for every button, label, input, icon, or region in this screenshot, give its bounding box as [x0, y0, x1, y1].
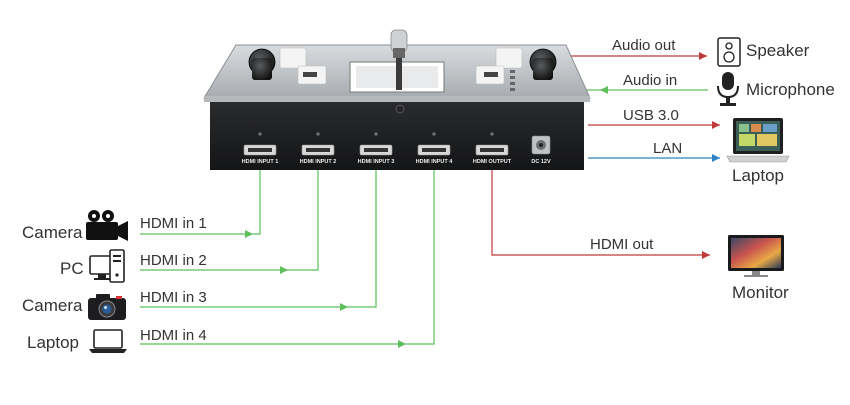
label-lan: LAN: [653, 140, 682, 157]
arrow-hdmi-in-4: [398, 340, 406, 348]
arrow-hdmi-out: [702, 251, 710, 259]
label-input-device-4: Laptop: [27, 333, 79, 352]
line-hdmi-in-4: [140, 165, 435, 345]
label-input-device-3: Camera: [22, 296, 83, 315]
port-hdmi-output: HDMI OUTPUT: [473, 132, 512, 165]
label-hdmi-out: HDMI out: [590, 236, 654, 253]
label-speaker: Speaker: [746, 41, 810, 60]
label-audio-out: Audio out: [612, 37, 676, 54]
label-monitor: Monitor: [732, 283, 789, 302]
label-hdmi-in-2: HDMI in 2: [140, 252, 207, 269]
video-switcher-device: [203, 29, 591, 170]
t-bar-track: [396, 48, 402, 90]
status-leds: [510, 70, 515, 91]
port-label-hdmi-output: HDMI OUTPUT: [473, 159, 512, 165]
port-hdmi-input-4: HDMI INPUT 4: [416, 132, 454, 165]
label-input-device-1: Camera: [22, 223, 83, 242]
port-power: DC 12V: [531, 135, 551, 165]
label-hdmi-in-4: HDMI in 4: [140, 327, 207, 344]
port-hdmi-input-1: HDMI INPUT 1: [242, 132, 279, 165]
arrow-audio-out: [699, 52, 707, 60]
right-button-block: [495, 47, 523, 69]
label-audio-in: Audio in: [623, 72, 677, 89]
label-input-device-2: PC: [60, 259, 84, 278]
port-label-hdmi-input-4: HDMI INPUT 4: [416, 159, 454, 165]
device-front-panel: [210, 102, 584, 170]
left-button-block: [279, 47, 307, 69]
label-microphone: Microphone: [746, 80, 835, 99]
port-label-hdmi-input-1: HDMI INPUT 1: [242, 159, 279, 165]
video-camera-icon: [86, 210, 128, 241]
port-label-power: DC 12V: [531, 159, 551, 165]
port-label-hdmi-input-3: HDMI INPUT 3: [358, 159, 395, 165]
arrow-heads: [245, 52, 720, 348]
line-hdmi-in-2: [140, 165, 319, 271]
line-hdmi-in-3: [140, 165, 377, 308]
line-hdmi-out: [491, 165, 710, 256]
line-hdmi-in-1: [140, 165, 261, 235]
arrow-hdmi-in-1: [245, 230, 253, 238]
port-label-hdmi-input-2: HDMI INPUT 2: [300, 159, 337, 165]
connection-lines: [140, 55, 720, 345]
label-hdmi-in-3: HDMI in 3: [140, 289, 207, 306]
arrow-hdmi-in-2: [280, 266, 288, 274]
laptop-outline-icon: [89, 329, 127, 353]
arrow-usb: [712, 121, 720, 129]
port-hdmi-input-3: HDMI INPUT 3: [358, 132, 395, 165]
label-hdmi-in-1: HDMI in 1: [140, 215, 207, 232]
desktop-pc-icon: [89, 249, 125, 283]
microphone-icon: [717, 72, 739, 106]
arrow-lan: [712, 154, 720, 162]
monitor-icon: [728, 235, 784, 277]
arrow-hdmi-in-3: [340, 303, 348, 311]
port-hdmi-input-2: HDMI INPUT 2: [300, 132, 337, 165]
label-laptop-right: Laptop: [732, 166, 784, 185]
photo-camera-icon: [88, 294, 126, 320]
laptop-icon: [726, 118, 790, 163]
speaker-icon: [717, 37, 741, 67]
label-usb: USB 3.0: [623, 107, 679, 124]
arrow-audio-in: [600, 86, 608, 94]
